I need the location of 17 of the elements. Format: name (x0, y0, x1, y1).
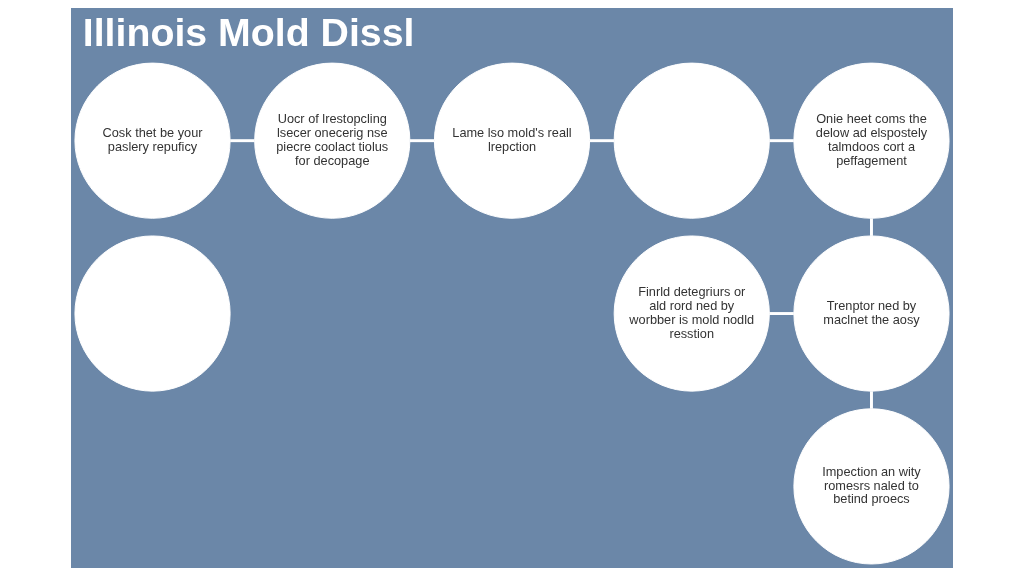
node-circle (613, 62, 770, 219)
node-circle: Uocr of lrestopcling lsecer onecerig nse piecre coolact tiolus for decopage (254, 62, 411, 219)
connector (870, 391, 873, 409)
connector (230, 139, 255, 143)
connector (769, 139, 794, 143)
node-circle: Onie heet coms the delow ad elspostely talmdoos cort a peffagement (793, 62, 950, 219)
node-circle: Finrld detegriurs or ald rord ned by worbber is mold nodld resstion (613, 235, 770, 392)
diagram-title: Illinois Mold Dissl (82, 10, 415, 55)
node-circle (74, 235, 231, 392)
node-circle: Impection an wity romesrs naled to betind proecs (793, 408, 950, 565)
connector (870, 218, 873, 236)
node-circle: Trenptor ned by maclnet the aosy (793, 235, 950, 392)
node-circle: Lame lso mold's reall lrepction (433, 62, 591, 219)
connector (589, 139, 615, 143)
connector (409, 139, 435, 143)
connector (769, 312, 794, 315)
node-circle: Cosk thet be your paslery repuficy (74, 62, 231, 219)
